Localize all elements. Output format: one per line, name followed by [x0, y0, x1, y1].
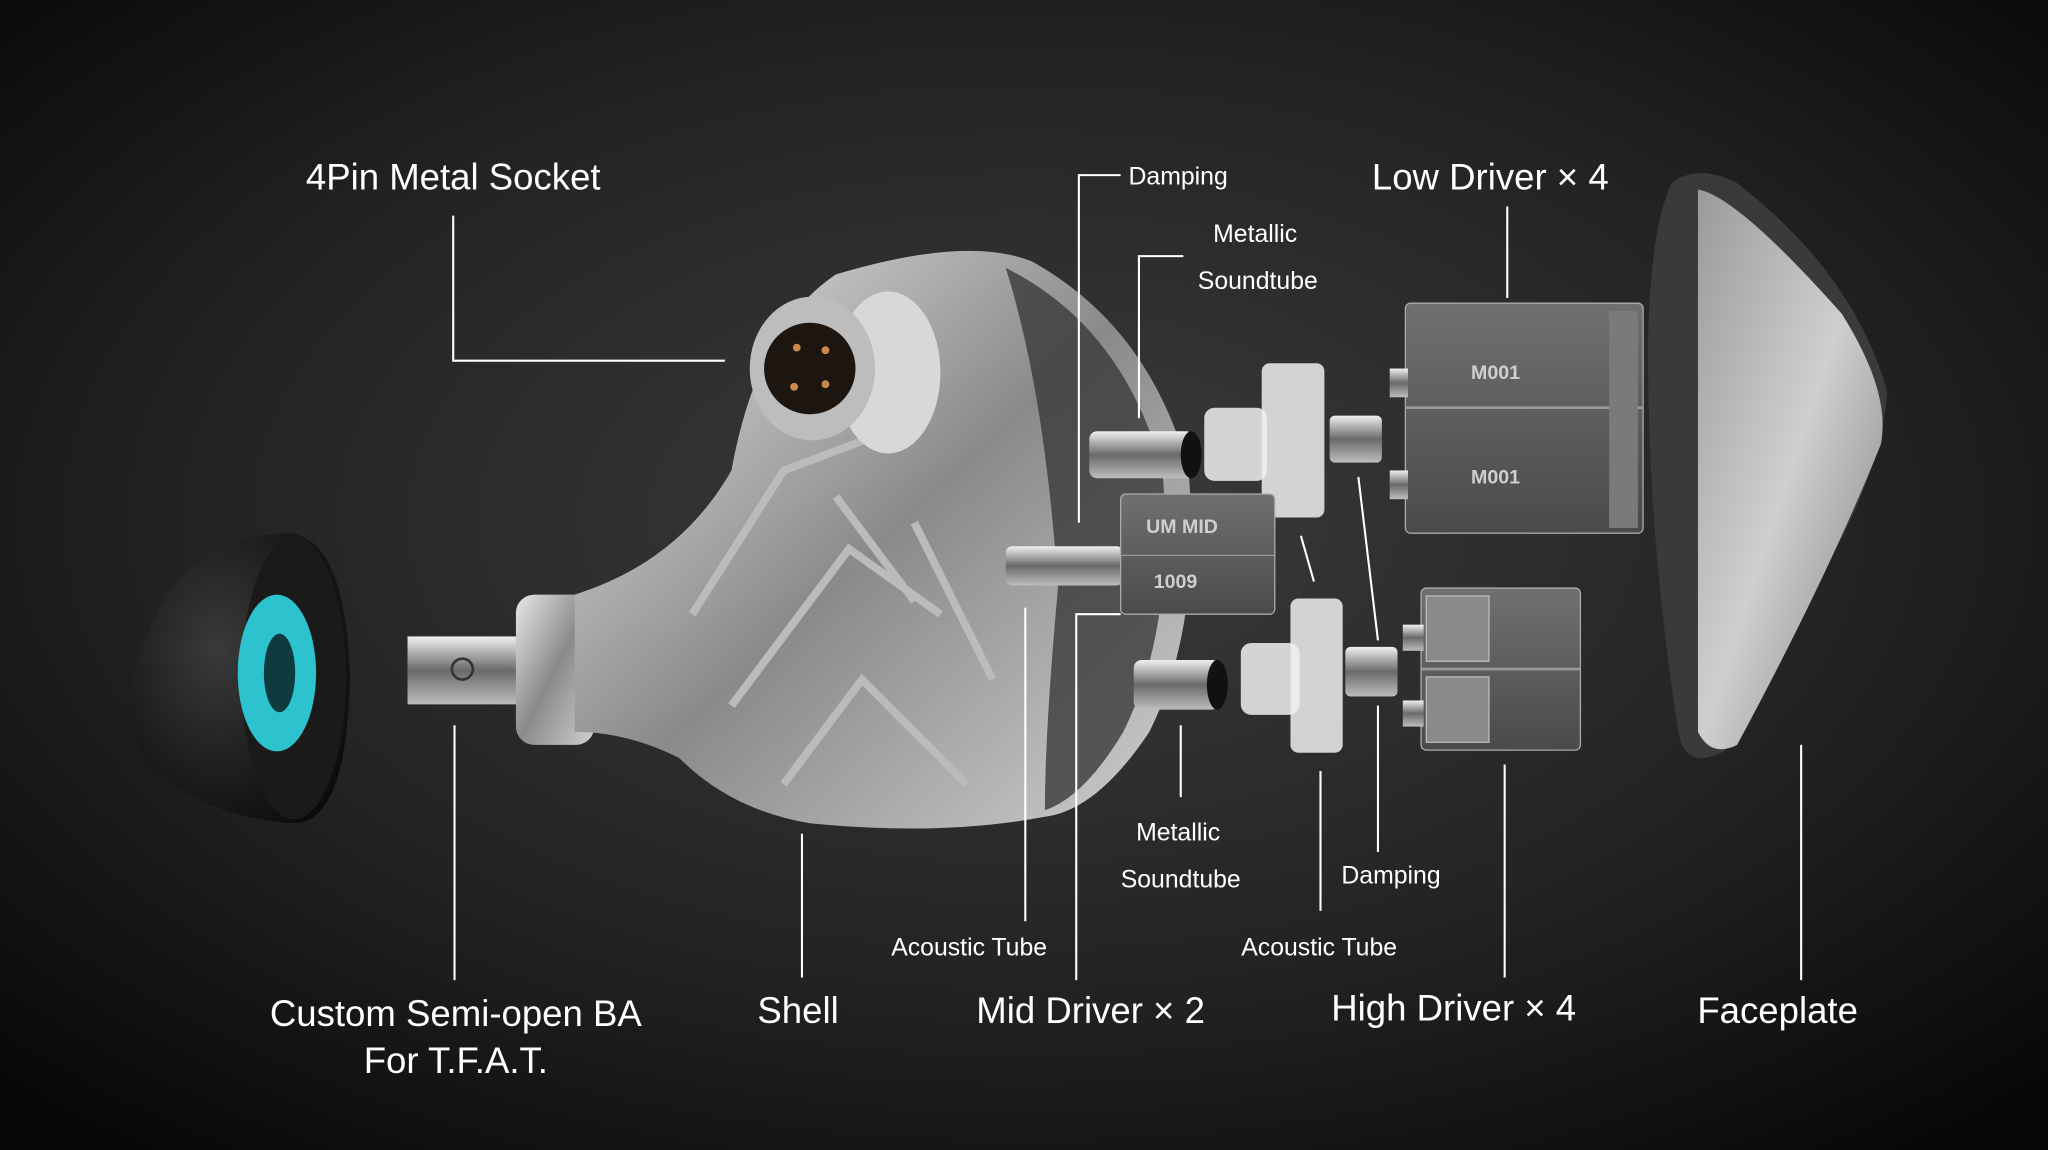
- nozzle: [407, 594, 595, 745]
- engraving-mid-bottom: 1009: [1154, 571, 1198, 593]
- leader-lines: [452, 174, 1803, 981]
- mid-driver: UM MID 1009: [1119, 493, 1276, 615]
- label-acoustic-tube-right: Acoustic Tube: [1241, 934, 1397, 961]
- ear-tip: [130, 533, 351, 824]
- label-metallic-top-1: Metallic: [1213, 221, 1297, 248]
- label-custom-ba-1: Custom Semi-open BA: [270, 993, 643, 1034]
- engraving-mid-top: UM MID: [1146, 516, 1218, 538]
- 4pin-socket: [749, 291, 941, 454]
- label-metallic-top-2: Soundtube: [1198, 268, 1318, 295]
- label-high-driver: High Driver × 4: [1331, 988, 1576, 1029]
- shell: [574, 250, 1192, 829]
- label-acoustic-tube-left: Acoustic Tube: [891, 934, 1047, 961]
- high-drivers: [1402, 587, 1582, 751]
- metallic-soundtubes: [1005, 415, 1398, 710]
- engraving-low-top: M001: [1471, 362, 1520, 384]
- engraving-low-bottom: M001: [1471, 467, 1520, 489]
- label-mid-driver: Mid Driver × 2: [976, 990, 1205, 1031]
- label-metallic-bottom-2: Soundtube: [1121, 866, 1241, 893]
- dampers: [1204, 363, 1343, 753]
- label-shell: Shell: [757, 990, 838, 1031]
- label-damping-top: Damping: [1128, 163, 1227, 190]
- label-custom-ba-2: For T.F.A.T.: [364, 1040, 548, 1081]
- label-faceplate: Faceplate: [1697, 990, 1858, 1031]
- label-socket: 4Pin Metal Socket: [306, 156, 601, 197]
- label-metallic-bottom-1: Metallic: [1136, 819, 1220, 846]
- label-low-driver: Low Driver × 4: [1372, 156, 1609, 197]
- faceplate: [1648, 173, 1888, 758]
- low-drivers: M001 M001: [1389, 302, 1644, 534]
- label-damping-bottom: Damping: [1341, 862, 1440, 889]
